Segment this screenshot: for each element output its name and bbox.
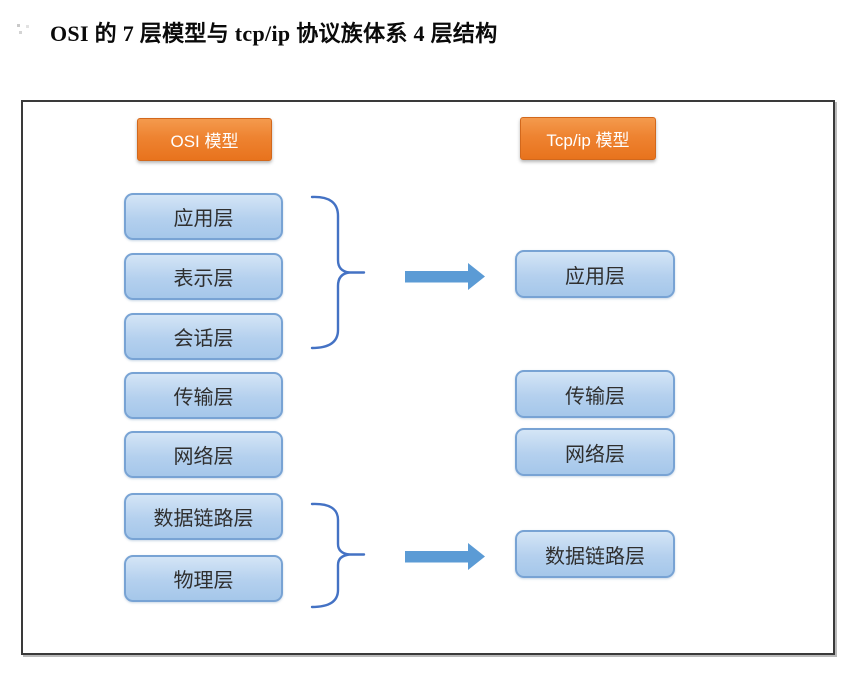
osi-layer-datalink: 数据链路层 [124,493,283,540]
page-title: OSI 的 7 层模型与 tcp/ip 协议族体系 4 层结构 [50,21,498,46]
tcpip-model-header: Tcp/ip 模型 [520,117,656,160]
layer-label: 物理层 [173,570,234,592]
tcpip-layer-network: 网络层 [515,428,675,476]
tcpip-model-header-label: Tcp/ip 模型 [546,131,630,150]
tcpip-layer-application: 应用层 [515,250,675,298]
osi-model-header: OSI 模型 [137,118,272,161]
osi-layer-transport: 传输层 [124,372,283,419]
osi-layer-physical: 物理层 [124,555,283,602]
layer-label: 网络层 [173,446,234,468]
layer-label: 数据链路层 [545,545,645,568]
osi-model-header-label: OSI 模型 [170,132,239,151]
tcpip-layer-transport: 传输层 [515,370,675,418]
smudge-mark [17,24,20,27]
layer-label: 数据链路层 [153,508,254,530]
tcpip-layer-datalink: 数据链路层 [515,530,675,578]
osi-layer-application: 应用层 [124,193,283,240]
layer-label: 应用层 [173,208,234,230]
layer-label: 会话层 [173,328,234,350]
osi-layer-session: 会话层 [124,313,283,360]
layer-label: 传输层 [173,387,234,409]
osi-layer-network: 网络层 [124,431,283,478]
layer-label: 网络层 [565,443,625,466]
layer-label: 表示层 [173,268,234,290]
layer-label: 传输层 [565,385,625,408]
layer-label: 应用层 [565,265,625,288]
osi-layer-presentation: 表示层 [124,253,283,300]
